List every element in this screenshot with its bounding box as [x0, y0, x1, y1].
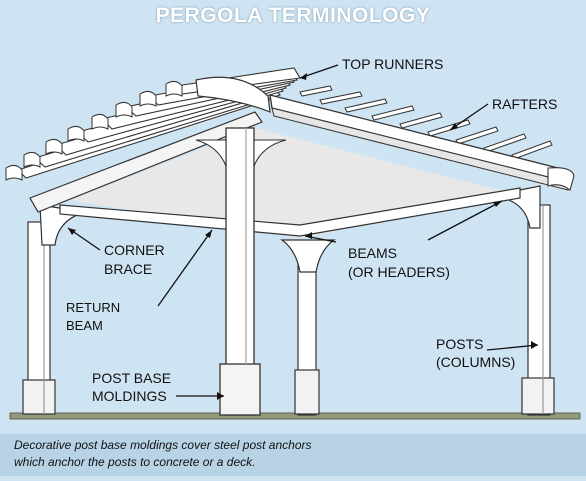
label-post-base-line2: MOLDINGS: [92, 388, 167, 404]
main-beam-right-end: [547, 167, 575, 191]
label-rafters: RAFTERS: [492, 96, 558, 112]
back-corner-brace: [280, 239, 336, 273]
label-posts-line1: POSTS: [436, 336, 484, 352]
return-beam: [29, 111, 263, 213]
label-top-runners: TOP RUNNERS: [342, 56, 444, 72]
label-corner-brace-line1: CORNER: [104, 242, 165, 258]
label-post-base-line1: POST BASE: [92, 370, 172, 386]
diagram-title: PERGOLA TERMINOLOGY: [155, 4, 431, 27]
main-beam-end: [195, 76, 271, 113]
caption-line2: which anchor the posts to concrete or a …: [14, 455, 256, 469]
front-corner-brace-right: [253, 139, 287, 167]
label-return-beam-line1: RETURN: [66, 300, 121, 315]
right-post: [521, 204, 555, 416]
rafter-tails: [5, 80, 183, 181]
main-rafter-beam-side: [271, 107, 569, 191]
caption-panel: Decorative post base moldings cover stee…: [0, 434, 586, 476]
left-post: [22, 221, 56, 415]
leader-arrows: [68, 73, 538, 400]
label-corner-brace-line2: BRACE: [104, 261, 153, 277]
front-corner-brace-left: [195, 139, 227, 167]
back-post: [294, 244, 320, 416]
label-posts-line2: (COLUMNS): [436, 354, 516, 370]
label-return-beam-line2: BEAM: [66, 318, 103, 333]
caption-line1: Decorative post base moldings cover stee…: [14, 438, 312, 452]
front-beam: [59, 187, 521, 237]
label-beams-line1: BEAMS: [348, 245, 398, 261]
front-post: [219, 127, 261, 416]
label-beams-line2: (OR HEADERS): [348, 264, 450, 280]
